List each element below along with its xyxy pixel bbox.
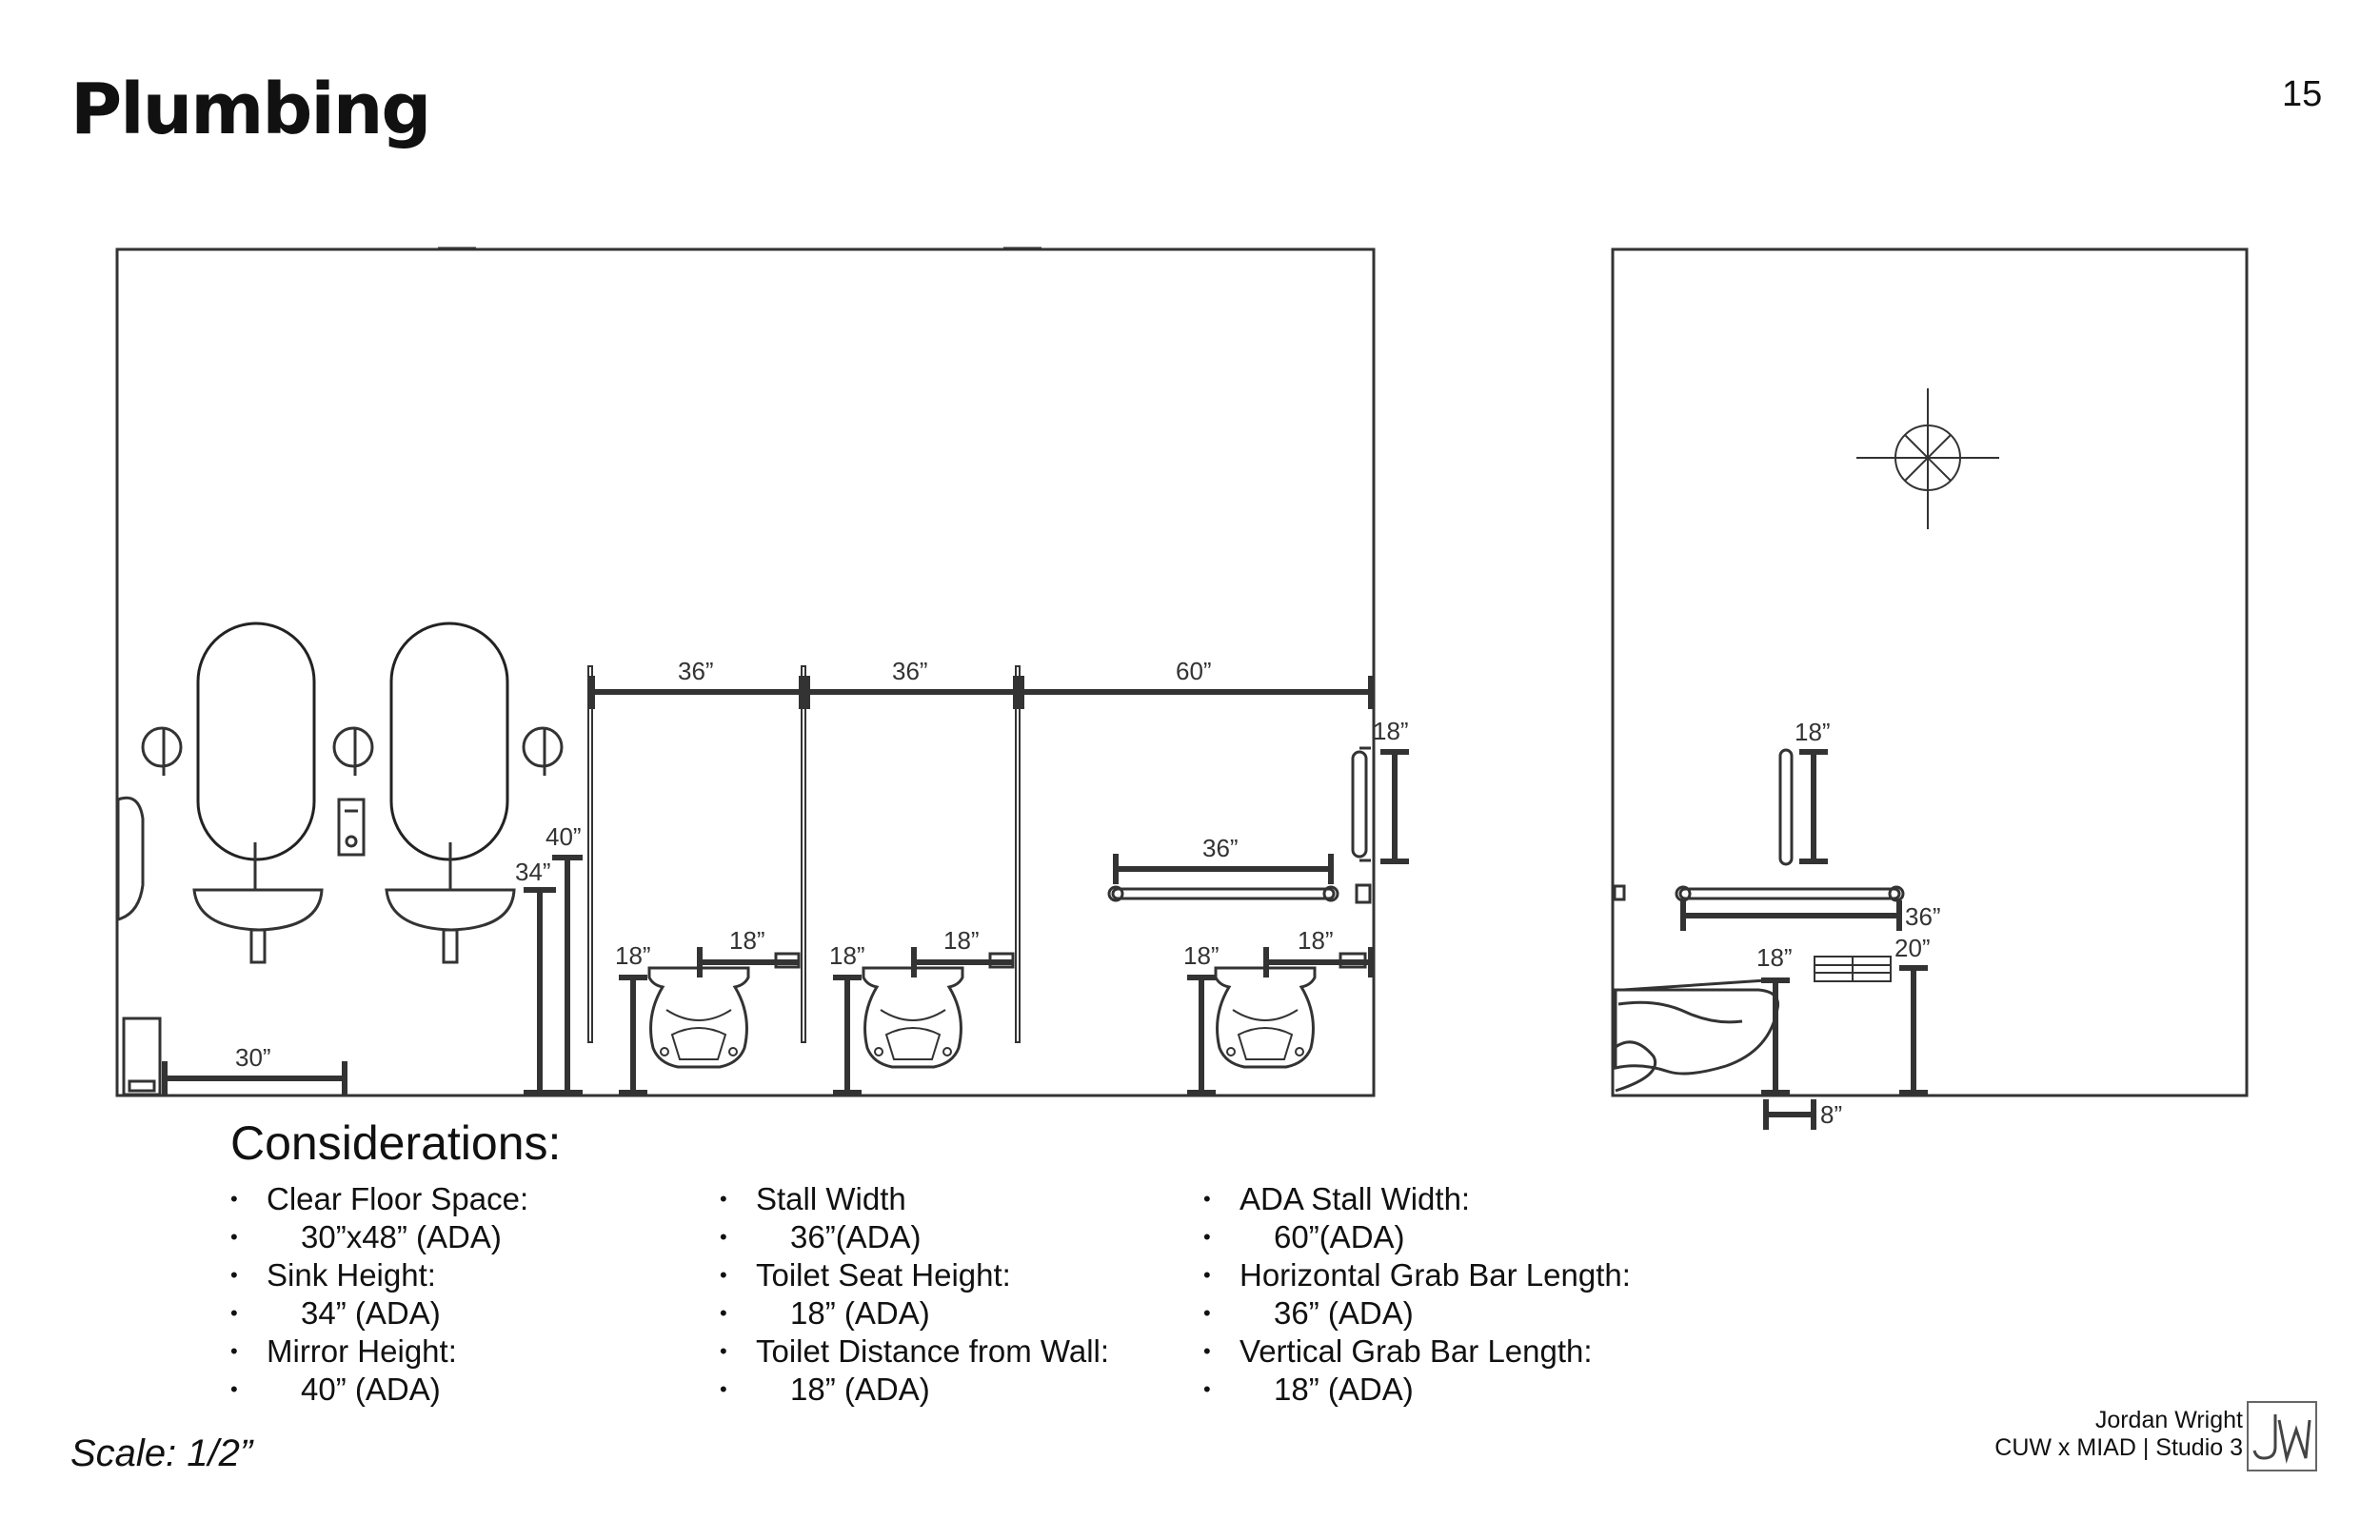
- dim-horizontal-bar: 36”: [1202, 834, 1239, 862]
- author-name: Jordan Wright: [2094, 1407, 2243, 1433]
- horizontal-grab-bar-front: [1107, 883, 1372, 904]
- dim-mirror-height: 40”: [545, 822, 582, 851]
- dim-side-horizontal-bar: 36”: [1905, 902, 1941, 931]
- dim-toilet-wall-2: 18”: [943, 926, 980, 955]
- mirror-right: [389, 622, 509, 861]
- toilet-side-profile: [1614, 978, 1780, 1093]
- toilet-2: [862, 966, 964, 1069]
- consideration-value: 36”(ADA): [720, 1218, 1109, 1256]
- consideration-value: 36” (ADA): [1203, 1294, 1631, 1333]
- consideration-label: Toilet Seat Height:: [720, 1256, 1109, 1294]
- considerations-title: Considerations:: [230, 1116, 562, 1170]
- dim-toilet-wall-3: 18”: [1298, 926, 1334, 955]
- toilet-paper-holder-side: [1814, 956, 1892, 982]
- dim-sink-height: 34”: [515, 858, 551, 886]
- wall-sconce-icon-2: [332, 726, 374, 776]
- scale-label: Scale: 1/2”: [70, 1432, 253, 1474]
- horizontal-grab-bar-side: [1613, 884, 1905, 902]
- dim-vertical-bar: 18”: [1373, 717, 1409, 745]
- dim-toilet-wall-1: 18”: [729, 926, 765, 955]
- considerations-column-2: Stall Width36”(ADA)Toilet Seat Height:18…: [720, 1180, 1109, 1409]
- consideration-value: 30”x48” (ADA): [230, 1218, 528, 1256]
- consideration-label: ADA Stall Width:: [1203, 1180, 1631, 1218]
- elevation-frame-side: [1611, 247, 2249, 1097]
- hand-dryer-icon: [116, 796, 145, 921]
- consideration-label: Vertical Grab Bar Length:: [1203, 1333, 1631, 1371]
- consideration-label: Stall Width: [720, 1180, 1109, 1218]
- dim-ada-stall: 60”: [1176, 657, 1212, 685]
- stall-partitions: [587, 665, 1021, 1043]
- dim-toilet-seat-2: 18”: [829, 941, 865, 970]
- consideration-label: Mirror Height:: [230, 1333, 528, 1371]
- jw-logo-icon: [2247, 1401, 2317, 1471]
- exhaust-fan-icon: [1856, 388, 1999, 529]
- consideration-value: 40” (ADA): [230, 1371, 528, 1409]
- soap-dispenser-icon: [337, 798, 366, 857]
- sink-left: [192, 842, 324, 964]
- wall-sconce-icon-3: [522, 726, 564, 776]
- page-number: 15: [2282, 74, 2323, 114]
- sink-right: [385, 842, 516, 964]
- dim-stall-1: 36”: [678, 657, 714, 685]
- page-title: Plumbing: [70, 69, 431, 150]
- consideration-value: 18” (ADA): [720, 1294, 1109, 1333]
- consideration-value: 60”(ADA): [1203, 1218, 1631, 1256]
- stall-width-dimensions: [589, 676, 1374, 709]
- dim-side-seat: 18”: [1756, 943, 1793, 972]
- consideration-value: 18” (ADA): [720, 1371, 1109, 1409]
- dim-toilet-seat-1: 18”: [615, 941, 651, 970]
- vertical-grab-bar-side: [1778, 748, 1794, 866]
- toilet-1: [647, 966, 750, 1069]
- dim-side-vertical-bar: 18”: [1795, 718, 1831, 746]
- vertical-grab-bar-front: [1351, 746, 1371, 862]
- considerations-column-1: Clear Floor Space:30”x48” (ADA)Sink Heig…: [230, 1180, 528, 1409]
- considerations-column-3: ADA Stall Width:60”(ADA)Horizontal Grab …: [1203, 1180, 1631, 1409]
- consideration-label: Clear Floor Space:: [230, 1180, 528, 1218]
- mirror-left: [196, 622, 316, 861]
- toilet-3: [1214, 966, 1317, 1069]
- wall-sconce-icon-1: [141, 726, 183, 776]
- dim-toilet-seat-3: 18”: [1183, 941, 1220, 970]
- dim-stall-2: 36”: [892, 657, 928, 685]
- consideration-value: 34” (ADA): [230, 1294, 528, 1333]
- clear-floor-dimension: [162, 1061, 347, 1095]
- trash-bin-icon: [122, 1017, 162, 1096]
- sink-height-dimension: [524, 887, 556, 1096]
- author-block: Jordan Wright CUW x MIAD | Studio 3: [1994, 1407, 2243, 1462]
- consideration-label: Horizontal Grab Bar Length:: [1203, 1256, 1631, 1294]
- course-name: CUW x MIAD | Studio 3: [1994, 1434, 2243, 1461]
- dim-side-offset: 8”: [1820, 1100, 1842, 1129]
- elevation-frame-main: [115, 247, 1376, 1097]
- consideration-label: Toilet Distance from Wall:: [720, 1333, 1109, 1371]
- mirror-height-dimension: [552, 855, 583, 1096]
- toilet-dimensions: [619, 947, 1374, 1096]
- consideration-label: Sink Height:: [230, 1256, 528, 1294]
- dim-clear-floor: 30”: [235, 1043, 271, 1072]
- dim-side-paper-holder: 20”: [1894, 934, 1931, 962]
- consideration-value: 18” (ADA): [1203, 1371, 1631, 1409]
